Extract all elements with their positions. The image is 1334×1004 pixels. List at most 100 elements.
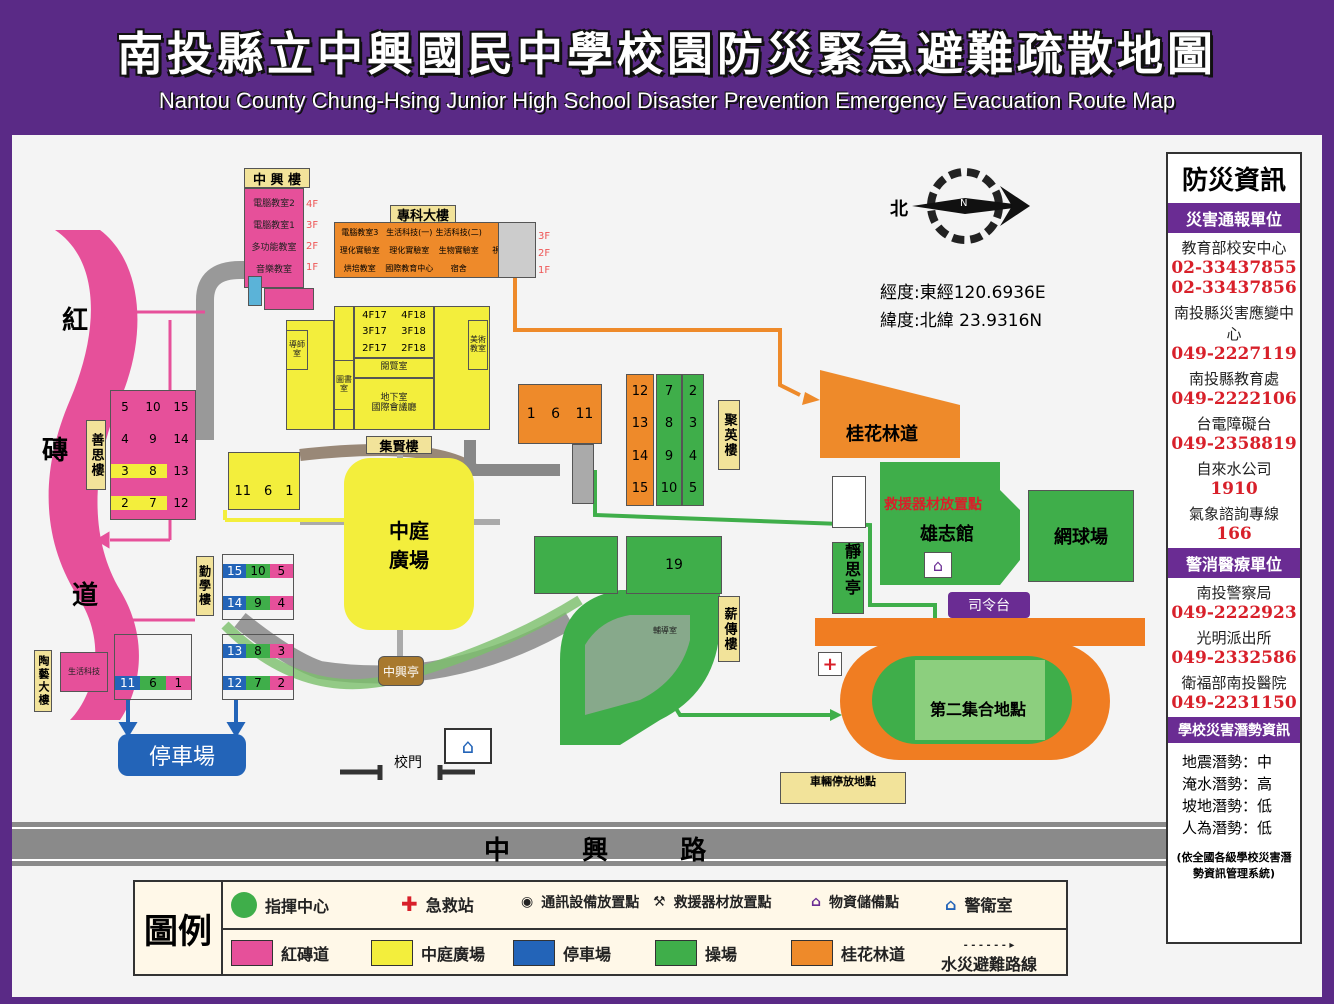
- info-section-police: 警消醫療單位: [1168, 548, 1300, 578]
- legend-red-brick: 紅磚道: [231, 940, 329, 966]
- potential-list: 地震潛勢：中 淹水潛勢：高 坡地潛勢：低 人為潛勢：低: [1182, 753, 1273, 837]
- yellow-right: [434, 306, 490, 430]
- reading-room: 閱覽室: [354, 358, 434, 378]
- red-brick-char-3: 道: [72, 581, 99, 611]
- rescue-point-label: 救援器材放置點: [884, 497, 982, 513]
- pink-annex: [264, 288, 314, 310]
- dashed-arrow-icon: - - - - - - ▸: [963, 940, 1015, 951]
- field-assembly-label: 第二集合地點: [930, 700, 1027, 719]
- map-subtitle: Nantou County Chung-Hsing Junior High Sc…: [158, 88, 1176, 113]
- walkway-2: [464, 440, 560, 476]
- vehicle-parking: 車輛停放地點: [780, 772, 906, 804]
- zhongxing-room-1: 電腦教室2: [253, 199, 295, 210]
- red-brick-char-1: 紅: [62, 306, 89, 336]
- compass-arrow: [912, 198, 1030, 214]
- zhongxing-room-2: 電腦教室1: [253, 221, 295, 232]
- guard-room-icon: ⌂: [444, 728, 492, 764]
- red-brick-char-2: 磚: [42, 436, 69, 466]
- basement: 地下室國際會議廳: [354, 378, 434, 430]
- longitude: 經度:東經120.6936E: [880, 283, 1046, 303]
- report-contact-name: 氣象諮詢專線: [1188, 505, 1279, 523]
- legend-supply: ⌂物資儲備點: [811, 894, 900, 911]
- yellow-building-left: [286, 320, 334, 430]
- osmanthus-label: 桂花林道: [846, 424, 918, 445]
- art-room: 美術教室: [468, 320, 488, 370]
- counsel-room: 輔導室: [653, 625, 677, 635]
- report-contact-phone: 166: [1216, 524, 1252, 544]
- info-title: 防災資訊: [1181, 166, 1286, 196]
- qinxue-label: 勤學樓: [196, 556, 214, 616]
- library-label: 圖書室: [334, 360, 354, 410]
- legend-osmanthus: 桂花林道: [791, 940, 905, 966]
- zhongxing-building-label: 中 興 樓: [244, 168, 310, 188]
- legend-field: 操場: [655, 940, 737, 966]
- juying-label: 聚英樓: [718, 400, 740, 470]
- gym-shape: [880, 462, 1020, 585]
- zhuanke-stair: [498, 222, 536, 278]
- ramp: [248, 276, 262, 306]
- track-top-band: [815, 618, 1145, 646]
- first-aid-icon: +: [818, 652, 842, 676]
- jixian-building-label: 集賢樓: [366, 436, 432, 455]
- communication-icon: ◉: [521, 894, 534, 910]
- parking-lot: 停車場: [118, 734, 246, 776]
- command-stage: 司令台: [948, 592, 1030, 618]
- field-grass: [915, 660, 1045, 740]
- info-section-report: 災害通報單位: [1168, 203, 1300, 233]
- legend-guard: ⌂警衛室: [945, 894, 1013, 916]
- report-contact-phone: 1910: [1210, 479, 1258, 499]
- legend-parking: 停車場: [513, 940, 611, 966]
- teacher-room-label: 導師室: [286, 330, 308, 370]
- latitude: 緯度:北緯 23.9316N: [880, 311, 1043, 331]
- rescue-tools-icon: ⚒: [653, 894, 666, 910]
- zhongxing-room-4: 音樂教室: [255, 265, 292, 276]
- legend-courtyard: 中庭廣場: [371, 940, 485, 966]
- white-building: [832, 476, 866, 528]
- report-contact-phone: 049-2222106: [1171, 389, 1297, 409]
- walkway: [196, 261, 300, 440]
- legend-comm: ◉通訊設備放置點: [521, 894, 640, 911]
- police-contact-name: 光明派出所: [1196, 629, 1272, 647]
- route-green: [593, 470, 937, 660]
- compass-n: N: [960, 198, 968, 209]
- police-contact-name: 衛福部南投醫院: [1181, 674, 1287, 692]
- report-contact-name: 自來水公司: [1196, 460, 1272, 478]
- courtyard: 中庭 廣場: [344, 458, 474, 630]
- supply-storage-icon: ⌂: [924, 552, 952, 578]
- tennis-court: 網球場: [1028, 490, 1134, 582]
- legend: 圖例 指揮中心 ✚急救站 ◉通訊設備放置點 ⚒救援器材放置點 ⌂物資儲備點 ⌂警…: [133, 880, 1068, 976]
- zhongxing-pavilion: 中興亭: [378, 656, 424, 686]
- xinchuan-label: 薪傳樓: [718, 596, 740, 662]
- north-label: 北: [890, 199, 908, 220]
- info-section-potential: 學校災害潛勢資訊: [1168, 717, 1300, 743]
- green-block-2: 19: [626, 536, 722, 594]
- school-gate-label: 校門: [394, 755, 422, 771]
- jingsi-pavilion: 靜思亭: [832, 542, 864, 614]
- police-contact-phone: 049-2222923: [1171, 603, 1297, 623]
- grey-stair: [572, 444, 594, 504]
- police-contact-phone: 049-2332586: [1171, 648, 1297, 668]
- shansi-label: 善思樓: [86, 420, 106, 490]
- report-contact-phone: 049-2358819: [1171, 434, 1297, 454]
- route-orange: [513, 255, 801, 397]
- report-contact-phone: 02-33437856: [1171, 278, 1297, 298]
- report-contact-name: 南投縣災害應變中心: [1173, 304, 1294, 343]
- report-contact-phone: 049-2227119: [1171, 344, 1297, 364]
- report-contact-phone: 02-33437855: [1171, 258, 1297, 278]
- report-contact-name: 台電障礙台: [1196, 415, 1272, 433]
- legend-flood-route: - - - - - - ▸水災避難路線: [941, 940, 1038, 974]
- lifetech-room: 生活科技: [60, 652, 108, 692]
